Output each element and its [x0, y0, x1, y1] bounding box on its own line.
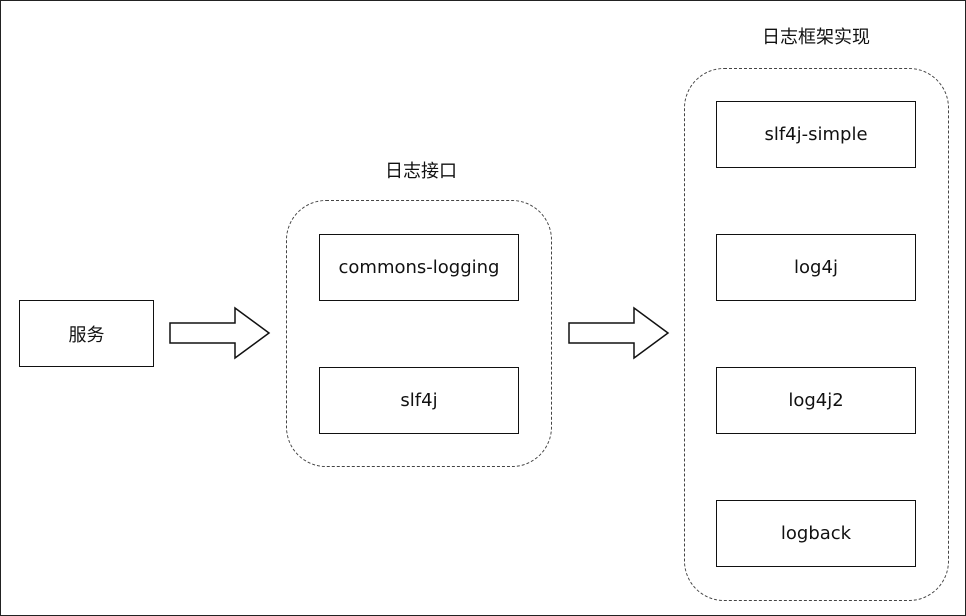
impl-node-logback: logback — [716, 500, 916, 567]
arrow-right-icon — [568, 306, 670, 360]
arrow-right-icon — [169, 306, 271, 360]
interface-label: slf4j — [400, 390, 438, 411]
impl-label: log4j2 — [788, 390, 844, 411]
interface-label: commons-logging — [338, 257, 500, 278]
impl-node-log4j2: log4j2 — [716, 367, 916, 434]
impl-label: logback — [780, 523, 852, 544]
interface-node-commons-logging: commons-logging — [319, 234, 519, 301]
impl-node-slf4j-simple: slf4j-simple — [716, 101, 916, 168]
impl-label: log4j — [794, 257, 838, 278]
impl-label: slf4j-simple — [764, 124, 868, 145]
interface-group-title: 日志接口 — [385, 161, 457, 182]
impl-group-title: 日志框架实现 — [762, 27, 870, 48]
service-node: 服务 — [19, 300, 154, 367]
service-label: 服务 — [68, 324, 105, 346]
interface-group — [286, 200, 552, 467]
impl-group — [684, 68, 949, 601]
interface-node-slf4j: slf4j — [319, 367, 519, 434]
impl-node-log4j: log4j — [716, 234, 916, 301]
